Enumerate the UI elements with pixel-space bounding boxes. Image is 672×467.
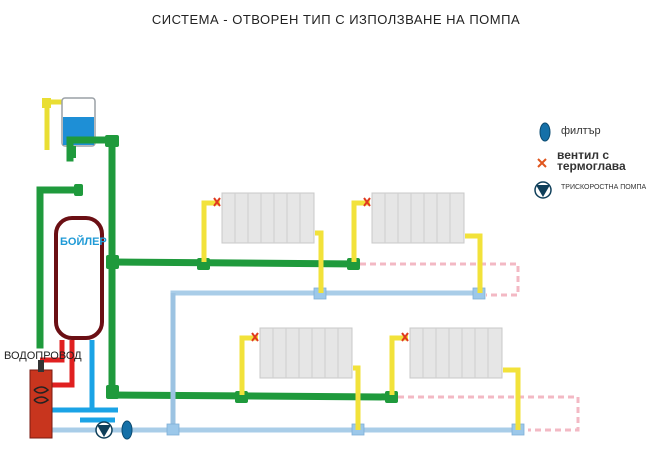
valve-icon — [251, 332, 259, 342]
legend-pump-label: ТРИСКОРОСТНА ПОМПА — [561, 184, 647, 191]
pump-icon — [95, 421, 113, 439]
diagram-title: СИСТЕМА - ОТВОРЕН ТИП С ИЗПОЛЗВАНЕ НА ПО… — [151, 12, 521, 27]
hot-water-lines — [40, 340, 75, 388]
water-supply-label: ВОДОПРОВОД — [4, 350, 82, 362]
radiator-lower-right — [409, 327, 503, 379]
pump-icon — [534, 181, 552, 199]
riser-lower-right — [389, 335, 521, 430]
planned-extension — [360, 262, 580, 432]
boiler-tank — [54, 216, 104, 340]
valve-icon — [401, 332, 409, 342]
riser-upper-left — [201, 200, 324, 293]
legend-filter-label: филтър — [561, 125, 601, 137]
radiator-upper-right — [371, 192, 465, 244]
radiator-upper-left — [221, 192, 315, 244]
boiler-label: БОЙЛЕР — [60, 236, 107, 248]
radiator-lower-left — [259, 327, 353, 379]
valve-icon — [363, 197, 371, 207]
legend-valve-label: вентил с термоглава — [557, 148, 626, 173]
valve-icon — [213, 197, 221, 207]
riser-lower-left — [239, 335, 361, 430]
filter-icon — [539, 122, 551, 142]
heat-source — [29, 360, 53, 439]
supply-fittings — [74, 135, 398, 403]
cold-water-lines — [48, 340, 118, 423]
riser-upper-right — [351, 200, 483, 293]
valve-icon — [537, 158, 547, 168]
filter-icon — [121, 420, 133, 440]
